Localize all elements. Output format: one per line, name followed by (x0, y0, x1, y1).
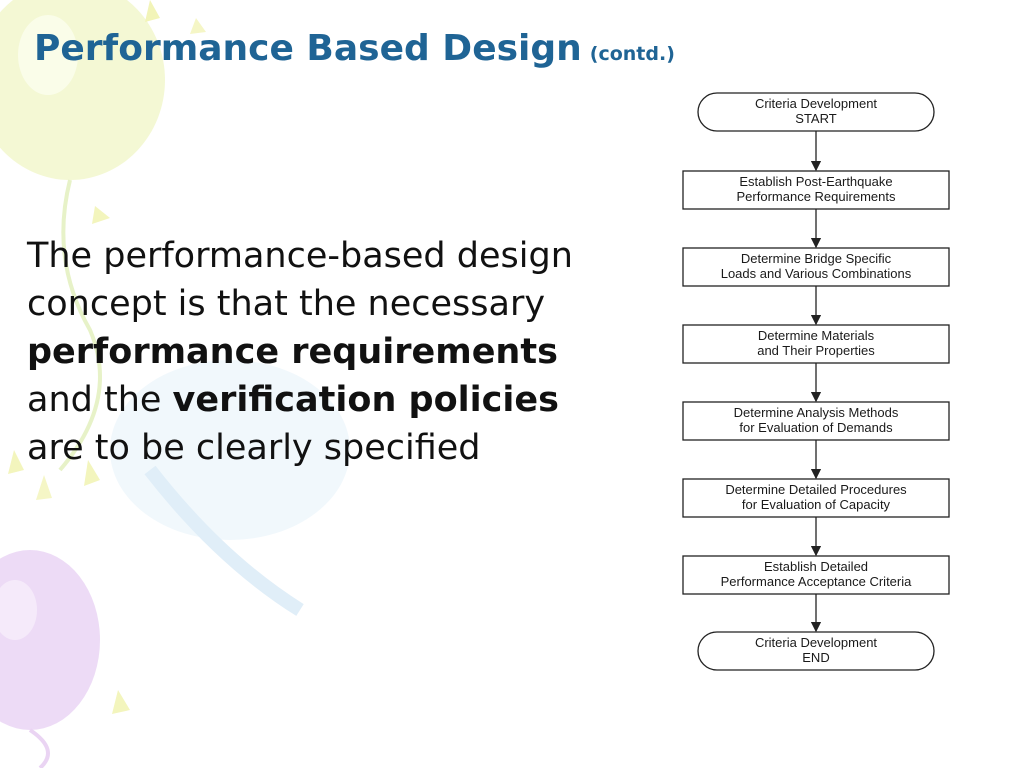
flow-step-label: Performance Requirements (737, 189, 896, 204)
flow-step-label: Criteria Development (755, 96, 877, 111)
purple-balloon-highlight (0, 580, 37, 640)
body-paragraph: The performance-based design concept is … (27, 232, 667, 472)
balloon-string (58, 179, 102, 472)
flow-step-label: Determine Detailed Procedures (725, 482, 907, 497)
process-rect (682, 478, 950, 518)
flow-step-label: Establish Post-Earthquake (739, 174, 892, 189)
confetti-star (190, 18, 206, 34)
process-rect (682, 401, 950, 441)
body-line-1: The performance-based design (27, 236, 573, 276)
flow-step-label: START (795, 111, 836, 126)
title-text: Performance Based Design (34, 28, 582, 69)
flow-step-label: Establish Detailed (764, 559, 868, 574)
confetti-star (145, 0, 160, 22)
confetti-star (8, 450, 24, 474)
process-rect (682, 247, 950, 287)
body-line-4: and the verification policies (27, 376, 667, 424)
emphasis-verification-policies: verification policies (172, 380, 559, 420)
title-suffix: (contd.) (589, 43, 675, 65)
body-line-5: are to be clearly specified (27, 428, 481, 468)
emphasis-performance-requirements: performance requirements (27, 332, 558, 372)
flow-step-label: for Evaluation of Capacity (742, 497, 891, 512)
confetti-star (92, 206, 110, 224)
purple-string (28, 728, 50, 768)
flow-step-label: Loads and Various Combinations (721, 266, 912, 281)
confetti-star (84, 460, 100, 486)
flow-step-label: Determine Analysis Methods (734, 405, 899, 420)
body-line-3: performance requirements (27, 328, 667, 376)
confetti-star (36, 475, 52, 500)
blue-streamer (144, 465, 304, 616)
slide-title: Performance Based Design (contd.) (34, 28, 675, 69)
process-rect (682, 170, 950, 210)
flow-step-label: END (802, 650, 829, 665)
process-rect (682, 324, 950, 364)
terminal-shape (697, 631, 935, 671)
confetti-star (112, 690, 130, 714)
flow-step-label: for Evaluation of Demands (739, 420, 893, 435)
flow-step-label: Determine Bridge Specific (741, 251, 892, 266)
flow-step-label: Criteria Development (755, 635, 877, 650)
body-line-4-prefix: and the (27, 380, 173, 420)
yellow-balloon-highlight (18, 15, 78, 95)
flow-step-label: Performance Acceptance Criteria (721, 574, 913, 589)
flow-step-label: Determine Materials (758, 328, 875, 343)
flow-step-label: and Their Properties (757, 343, 875, 358)
body-line-2: concept is that the necessary (27, 284, 546, 324)
